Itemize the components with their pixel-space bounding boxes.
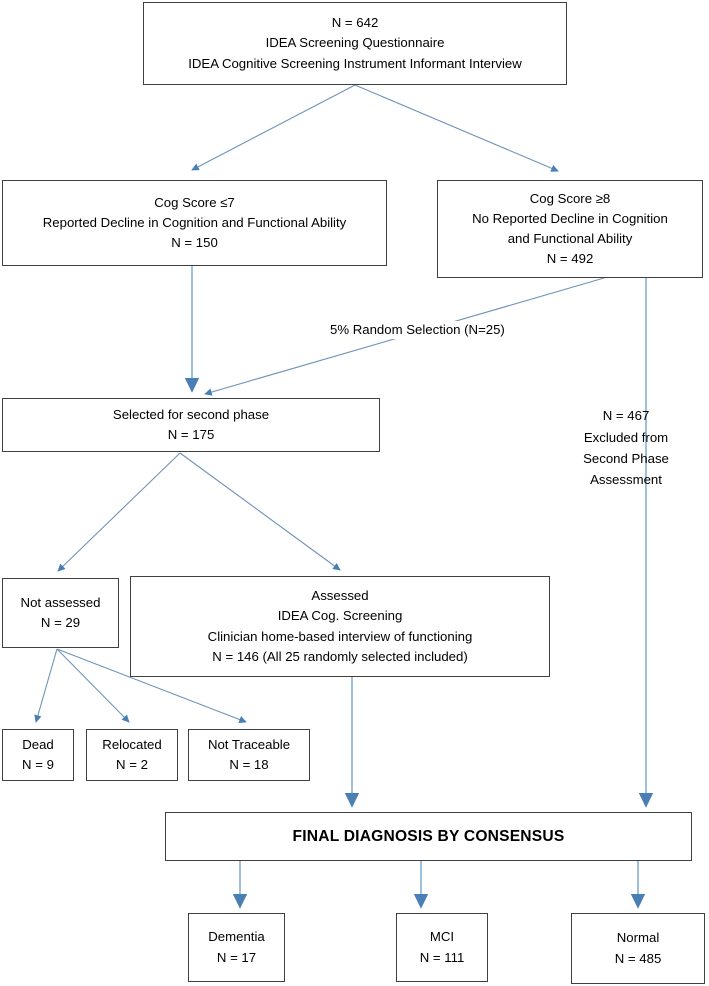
node-line: N = 492 (546, 251, 594, 267)
node-line: Assessed (311, 588, 369, 604)
node-line: N = 9 (22, 757, 54, 772)
node-cog-score-high: Cog Score ≥8 No Reported Decline in Cogn… (437, 180, 703, 278)
node-line: N = 642 (331, 15, 379, 31)
node-line: Dementia (208, 929, 265, 945)
node-line: Normal (616, 930, 660, 946)
node-line: Not assessed (20, 594, 101, 610)
edge-top-to-cog-high (354, 84, 559, 172)
node-dead: Dead N = 9 (2, 729, 74, 781)
node-line: Selected for second phase (112, 406, 270, 422)
node-mci: MCI N = 111 (396, 913, 488, 982)
node-line: Dead (22, 736, 54, 752)
edge-label-random-selection: 5% Random Selection (N=25) (327, 321, 508, 339)
node-line: N = 2 (116, 757, 148, 772)
node-line: Assessment (590, 472, 662, 488)
node-line: IDEA Cog. Screening (277, 608, 403, 624)
node-line: Not Traceable (207, 736, 291, 752)
node-line: N = 111 (419, 949, 465, 965)
edge-not-assessed-to-relocated (56, 648, 130, 723)
node-dementia: Dementia N = 17 (188, 913, 285, 982)
node-line: Second Phase (583, 451, 669, 466)
node-not-assessed: Not assessed N = 29 (2, 578, 119, 648)
node-line: N = 29 (40, 615, 81, 630)
edge-top-to-cog-low (191, 84, 356, 171)
node-assessed: Assessed IDEA Cog. Screening Clinician h… (130, 576, 550, 677)
node-line: Cog Score ≥8 (529, 190, 611, 206)
node-line: Clinician home-based interview of functi… (207, 628, 473, 644)
node-line: N = 17 (216, 949, 257, 965)
node-selected-second-phase: Selected for second phase N = 175 (2, 398, 380, 452)
edge-not-assessed-to-not-traceable (56, 648, 247, 724)
node-line: N = 467 (602, 408, 650, 424)
node-line: N = 175 (167, 427, 215, 442)
node-line: MCI (429, 929, 455, 945)
node-final-diagnosis: FINAL DIAGNOSIS BY CONSENSUS (165, 812, 692, 861)
node-line: Excluded from (583, 429, 669, 445)
node-line: Reported Decline in Cognition and Functi… (42, 214, 347, 230)
edge-not-assessed-to-dead (34, 648, 58, 723)
node-line: IDEA Cognitive Screening Instrument Info… (188, 55, 522, 71)
node-excluded-second-phase: N = 467 Excluded from Second Phase Asses… (531, 402, 709, 494)
node-line: FINAL DIAGNOSIS BY CONSENSUS (292, 827, 565, 845)
node-line: No Reported Decline in Cognition (472, 210, 668, 226)
node-line: Cog Score ≤7 (154, 194, 235, 210)
node-line: N = 485 (614, 950, 662, 966)
node-normal: Normal N = 485 (571, 913, 705, 984)
node-screening-total: N = 642 IDEA Screening Questionnaire IDE… (143, 2, 567, 85)
node-line: N = 18 (229, 757, 269, 772)
node-line: N = 150 (171, 235, 218, 251)
node-line: N = 146 (All 25 randomly selected includ… (212, 648, 468, 664)
node-line: IDEA Screening Questionnaire (265, 35, 445, 51)
node-cog-score-low: Cog Score ≤7 Reported Decline in Cogniti… (2, 180, 387, 266)
edge-selected-to-not-assessed (57, 452, 181, 572)
node-line: and Functional Ability (507, 231, 633, 246)
node-not-traceable: Not Traceable N = 18 (188, 729, 310, 781)
node-line: Relocated (102, 736, 162, 752)
node-relocated: Relocated N = 2 (86, 729, 178, 781)
edge-selected-to-assessed (179, 452, 341, 571)
